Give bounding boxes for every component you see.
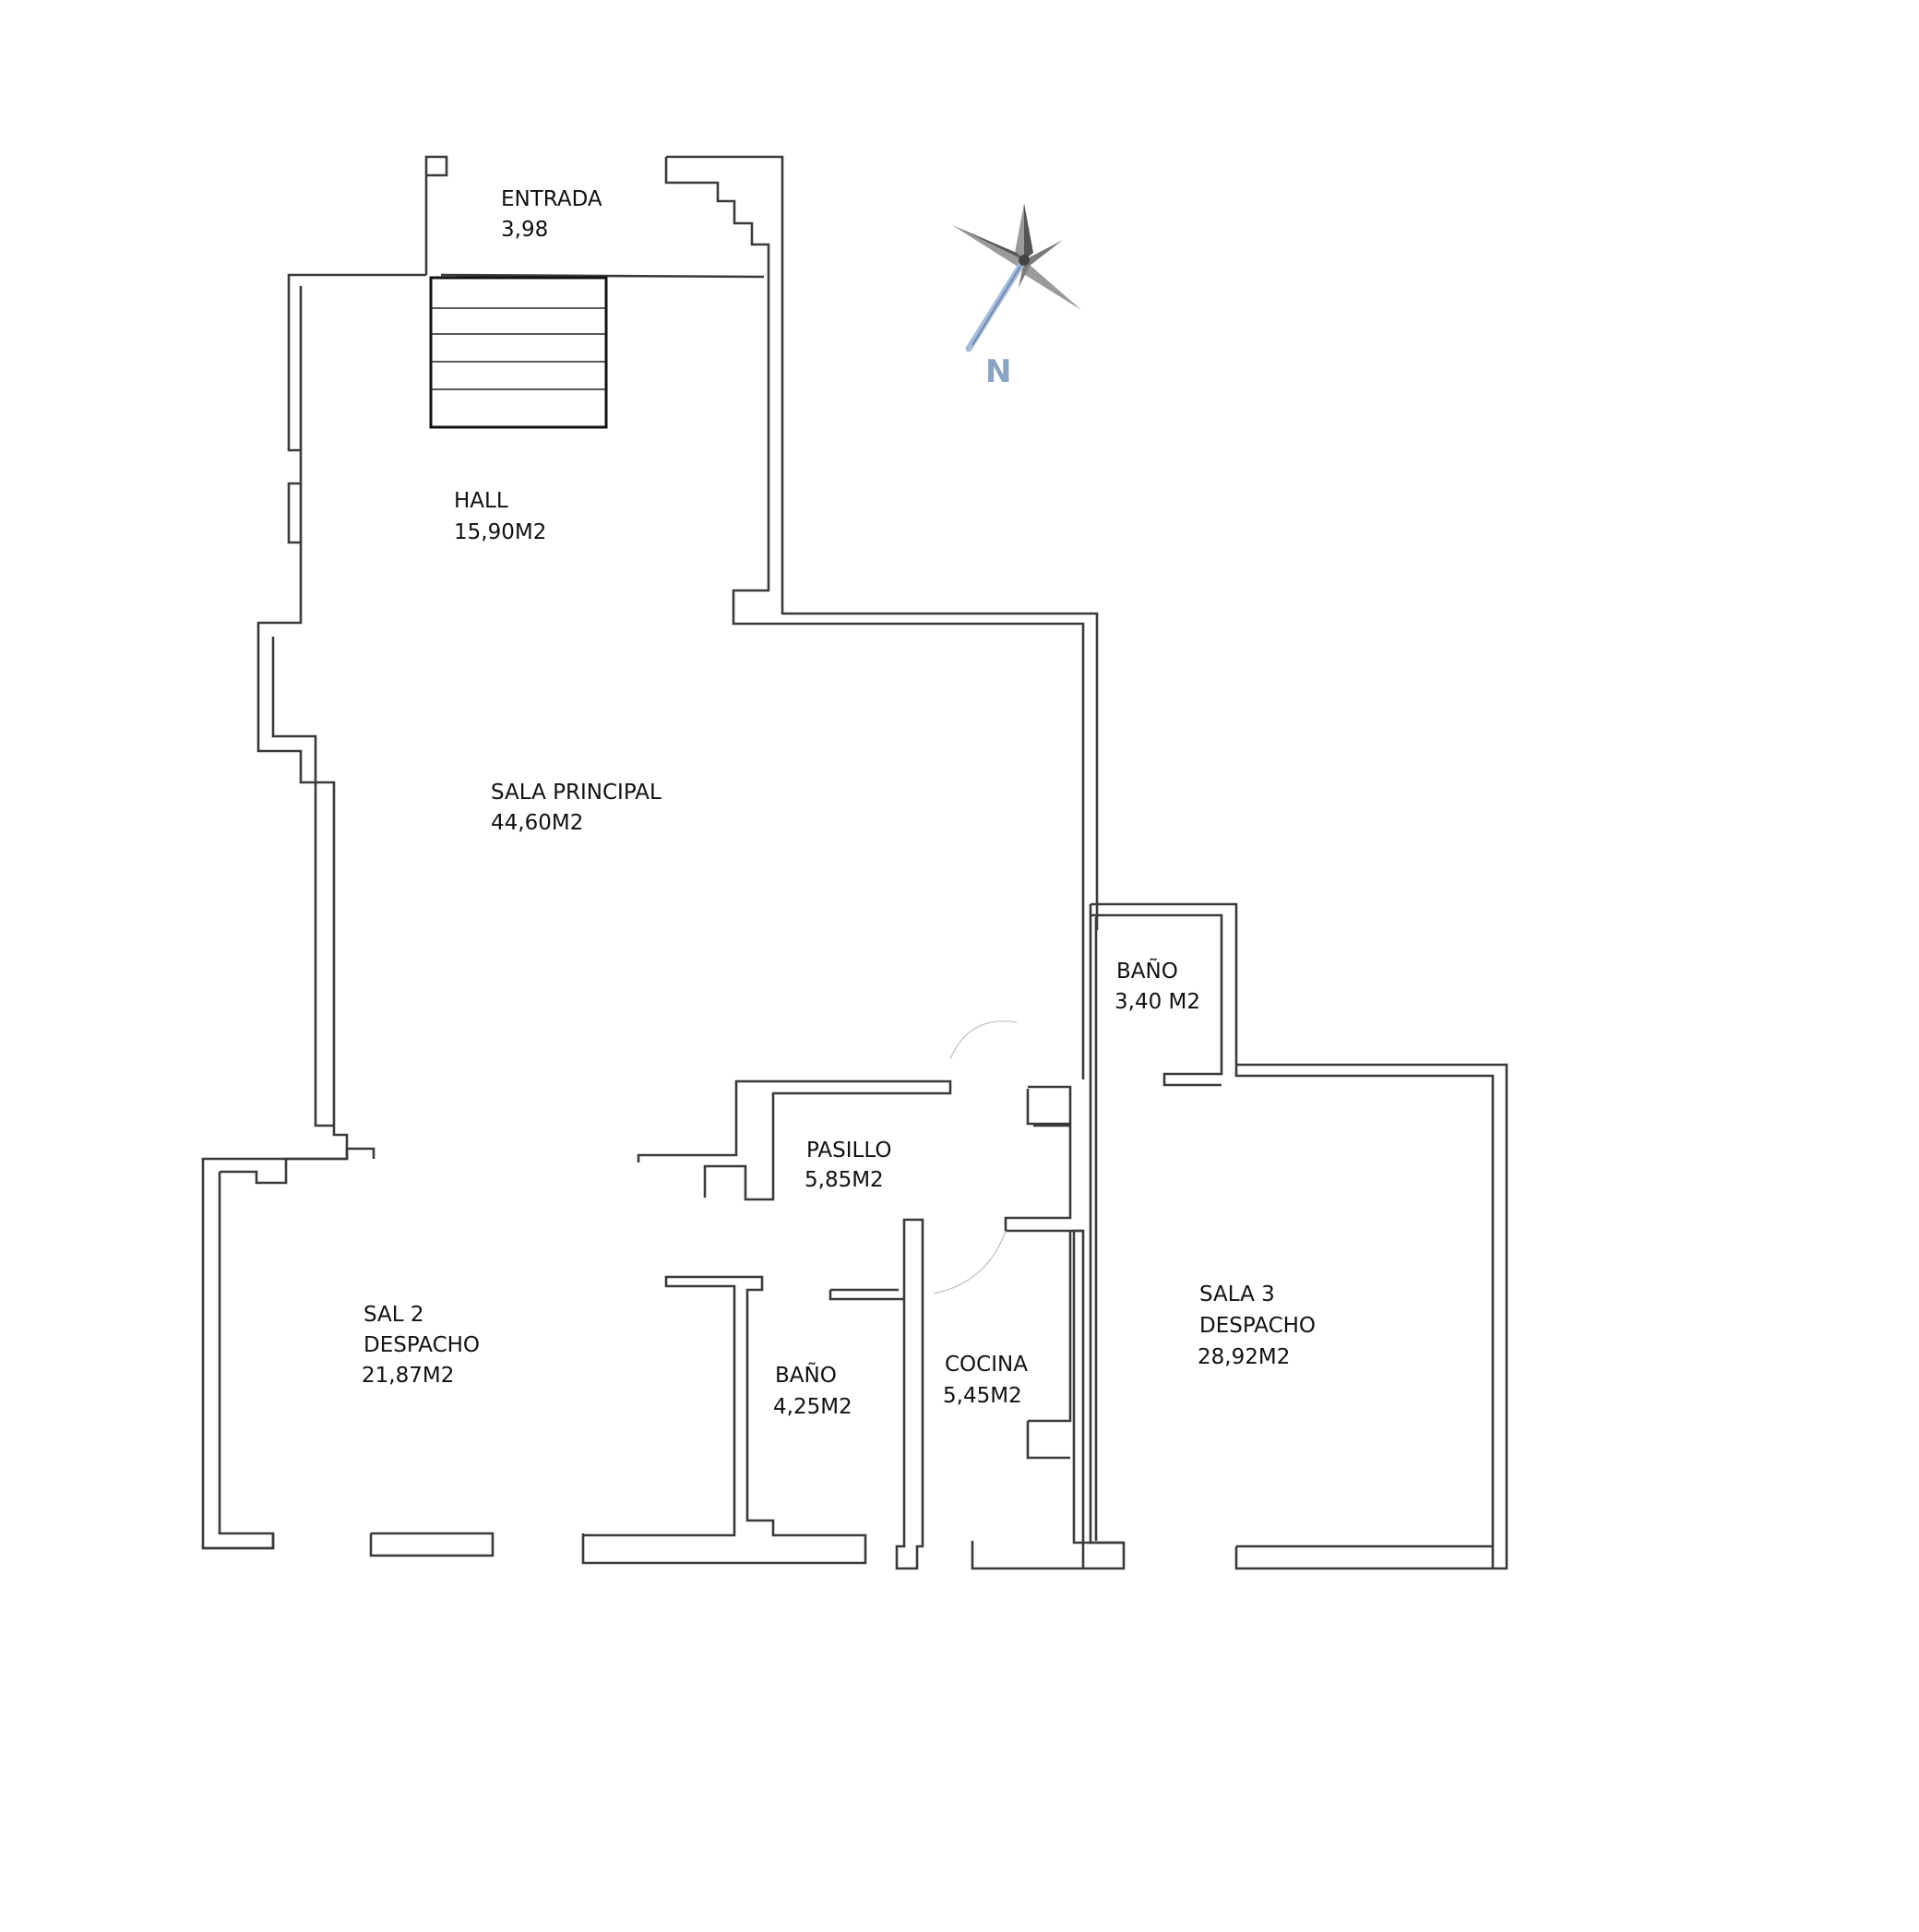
walls [201, 155, 1099, 1550]
sala-principal-name: SALA PRINCIPAL [491, 781, 662, 805]
hall-left-inner [440, 273, 765, 279]
pasillo-name: PASILLO [806, 1139, 891, 1163]
sala3-area: 28,92M2 [1198, 1345, 1290, 1369]
entrada-steps [664, 157, 770, 260]
entrada-right-wall [666, 155, 1099, 930]
entrada-left-pillar [424, 155, 448, 275]
sala2-bottom-wall [203, 1532, 495, 1557]
sala2-sub: DESPACHO [364, 1333, 480, 1357]
pasillo-area: 5,85M2 [805, 1168, 884, 1192]
north-label: N [985, 353, 1011, 390]
sala2-area: 21,87M2 [362, 1364, 454, 1388]
room-labels: ENTRADA 3,98 HALL 15,90M2 SALA PRINCIPAL… [362, 187, 1316, 1419]
entrada-name: ENTRADA [501, 187, 602, 211]
compass-rose-icon [952, 203, 1081, 352]
interior-walls [203, 902, 1508, 1570]
sala3-sub: DESPACHO [1199, 1314, 1316, 1338]
hall-name: HALL [454, 489, 508, 513]
bano1-name: BAÑO [1116, 958, 1178, 984]
cocina-name: COCINA [945, 1353, 1028, 1377]
hall-right-inner [732, 260, 1085, 1079]
hall-area: 15,90M2 [454, 520, 546, 544]
bano2-name: BAÑO [775, 1362, 837, 1388]
sala-principal-area: 44,60M2 [491, 811, 583, 835]
bottom-center-wall [581, 1275, 867, 1565]
pasillo-top-wall [637, 1079, 952, 1201]
staircase [429, 276, 608, 429]
entrada-area: 3,98 [501, 218, 548, 242]
bano1-area: 3,40 M2 [1114, 990, 1200, 1014]
pasillo-right-wall [1004, 1085, 1083, 1233]
sala-principal-left-inner [271, 286, 334, 1127]
bano2-cocina-divider [828, 1218, 924, 1570]
sala3-bottom-wall [1234, 1544, 1493, 1570]
pasillo-door-arc [949, 1020, 1018, 1060]
bano2-area: 4,25M2 [773, 1395, 852, 1419]
bano1-left-wall [1089, 904, 1124, 1544]
staircase-outline [429, 276, 608, 429]
bano1-enclosure [1091, 902, 1508, 1570]
sala3-name: SALA 3 [1199, 1282, 1275, 1306]
cocina-door-arc [933, 1230, 1007, 1294]
cocina-area: 5,45M2 [943, 1384, 1022, 1408]
door-swings [933, 1020, 1018, 1294]
sala2-top-left [220, 1147, 375, 1185]
sala2-name: SAL 2 [364, 1303, 424, 1327]
